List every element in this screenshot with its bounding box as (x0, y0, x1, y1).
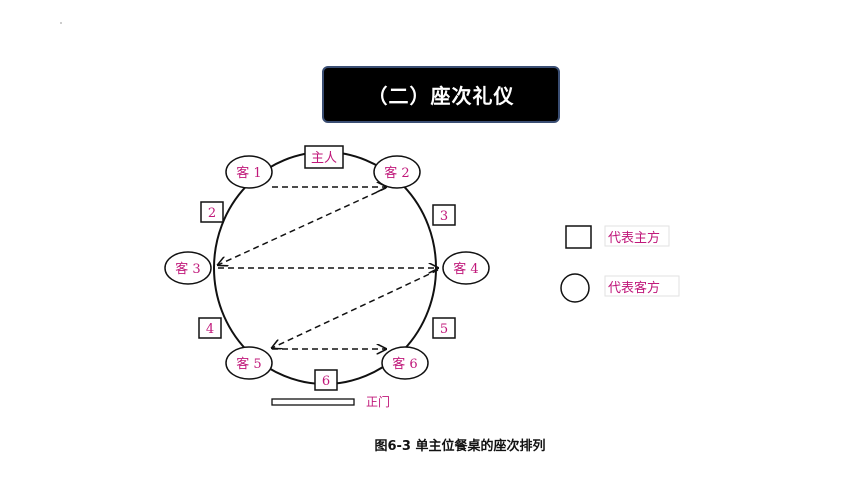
door-label: 正门 (366, 394, 390, 409)
order-arrow (272, 269, 439, 348)
seat-host-3: 3 (432, 204, 456, 226)
seat-guest-4: 客 4 (442, 251, 490, 285)
svg-text:4: 4 (206, 322, 214, 337)
seat-guest-3: 客 3 (164, 251, 212, 285)
svg-text:客 5: 客 5 (236, 356, 261, 372)
svg-text:2: 2 (208, 206, 216, 221)
seat-host-5: 5 (432, 317, 456, 339)
seat-guest-5: 客 5 (225, 346, 273, 380)
seat-host-2: 2 (200, 201, 224, 223)
svg-text:3: 3 (440, 209, 448, 224)
svg-text:代表客方: 代表客方 (608, 280, 660, 296)
seat-guest-1: 客 1 (225, 155, 273, 189)
seat-host-main: 主人 (304, 145, 344, 169)
svg-text:客 4: 客 4 (453, 261, 478, 277)
svg-text:客 3: 客 3 (175, 261, 200, 277)
legend-host: 代表主方 (565, 225, 670, 249)
svg-text:客 1: 客 1 (236, 165, 261, 181)
svg-text:主人: 主人 (311, 151, 337, 166)
section-title: （二）座次礼仪 (322, 66, 560, 123)
svg-text:6: 6 (322, 374, 330, 389)
figure-caption: 图6-3 单主位餐桌的座次排列 (374, 439, 546, 454)
order-arrow (218, 187, 387, 265)
svg-text:5: 5 (440, 322, 448, 337)
decor-dot (60, 22, 62, 24)
seat-host-4: 4 (198, 317, 222, 339)
legend-guest: 代表客方 (560, 273, 680, 303)
svg-text:客 2: 客 2 (384, 165, 409, 181)
svg-text:客 6: 客 6 (392, 356, 417, 372)
seat-host-6: 6 (314, 369, 338, 391)
seat-guest-6: 客 6 (381, 346, 429, 380)
seat-guest-2: 客 2 (373, 155, 421, 189)
svg-text:代表主方: 代表主方 (608, 230, 660, 246)
door-marker (271, 398, 355, 406)
